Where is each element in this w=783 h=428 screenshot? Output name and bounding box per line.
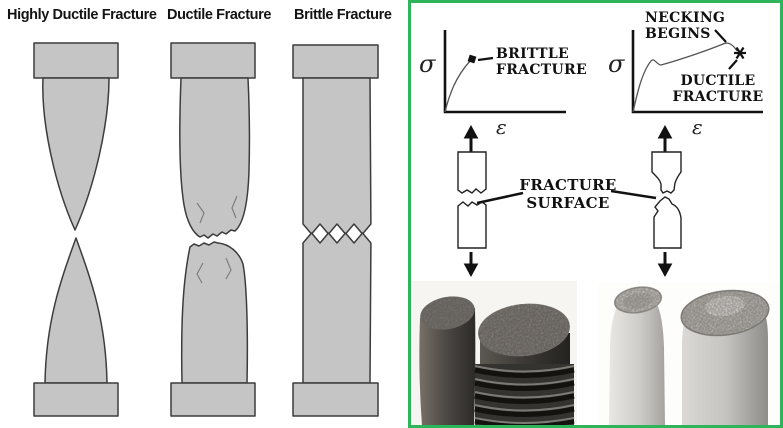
ductile-fracture-annotation-line2: FRACTURE [673, 89, 764, 105]
necked-bottom-half [44, 237, 108, 384]
broken-top-piece [457, 151, 487, 194]
broken-bottom-piece [457, 201, 487, 249]
ductile-fracture-annotation-line1: DUCTILE [680, 73, 755, 89]
fracture-surface-label-line2: SURFACE [526, 194, 609, 212]
specimen-highly-ductile [33, 42, 119, 417]
photo-ductile-fracture [598, 283, 780, 426]
ductile-annotation-line [728, 59, 738, 70]
rod-body [609, 296, 665, 426]
brittle-bottom-half [302, 232, 372, 384]
fracture-point-star [734, 46, 746, 60]
necking-begins-annotation-line1: NECKING [645, 10, 725, 26]
fracture-point-marker [467, 54, 477, 64]
brittle-fracture-annotation-line2: FRACTURE [496, 62, 587, 78]
cone-bottom-piece [653, 196, 682, 249]
grip-cap [170, 42, 256, 79]
grip-cap [170, 382, 256, 417]
ductile-bottom-half [180, 241, 249, 384]
green-frame-overlay [408, 0, 783, 428]
brittle-curve [444, 59, 472, 113]
crack-lines [196, 195, 238, 284]
title-highly-ductile-fracture: Highly Ductile Fracture [7, 7, 157, 23]
fracture-surface-label-line1: FRACTURE [519, 176, 616, 194]
tension-arrow-up [463, 124, 479, 152]
tension-arrow-up [657, 124, 673, 152]
stress-strain-graph-ductile: NECKING BEGINS σ ε DUCTILE FRACTURE [608, 10, 763, 139]
epsilon-axis-label: ε [496, 115, 507, 139]
fracture-behavior-panel: σ ε BRITTLE FRACTURE NECKING BEGINS σ ε … [408, 0, 783, 428]
fracture-face-texture [614, 287, 662, 313]
title-brittle-fracture: Brittle Fracture [294, 7, 392, 23]
fracture-surface-sketches: FRACTURE SURFACE [457, 124, 682, 278]
epsilon-axis-label: ε [692, 115, 703, 139]
grip-cap [33, 42, 119, 79]
ductile-specimen-sketch [651, 124, 682, 278]
necking-annotation-line [714, 29, 727, 43]
tension-arrow-down [657, 252, 673, 278]
ductile-top-half [179, 77, 251, 239]
grip-cap [292, 44, 379, 79]
necking-begins-annotation-line2: BEGINS [645, 26, 711, 42]
pointer-line-left [476, 191, 524, 205]
ductile-curve [632, 42, 738, 113]
fracture-face-texture [420, 296, 475, 330]
grip-cap [292, 382, 379, 417]
brittle-fracture-annotation-line1: BRITTLE [496, 46, 569, 62]
rod-body [419, 308, 476, 426]
specimen-ductile [170, 42, 256, 417]
specimen-brittle [292, 44, 379, 417]
fracture-face-texture [478, 303, 570, 357]
annotation-line [477, 56, 494, 62]
necked-top-half [42, 77, 110, 231]
thread-ridges [474, 365, 575, 428]
tension-arrow-down [463, 252, 479, 278]
fracture-face-texture [681, 290, 769, 336]
sigma-axis-label: σ [419, 50, 436, 78]
photo-brittle-fracture [411, 281, 577, 428]
cup-top-piece [651, 151, 682, 194]
grip-cap [33, 382, 119, 417]
pointer-line-right [610, 189, 657, 200]
brittle-top-half [302, 77, 372, 235]
title-ductile-fracture: Ductile Fracture [167, 7, 271, 23]
specimen-diagrams [33, 42, 379, 417]
sigma-axis-label: σ [608, 50, 625, 78]
stress-strain-graph-brittle: σ ε BRITTLE FRACTURE [419, 30, 587, 139]
